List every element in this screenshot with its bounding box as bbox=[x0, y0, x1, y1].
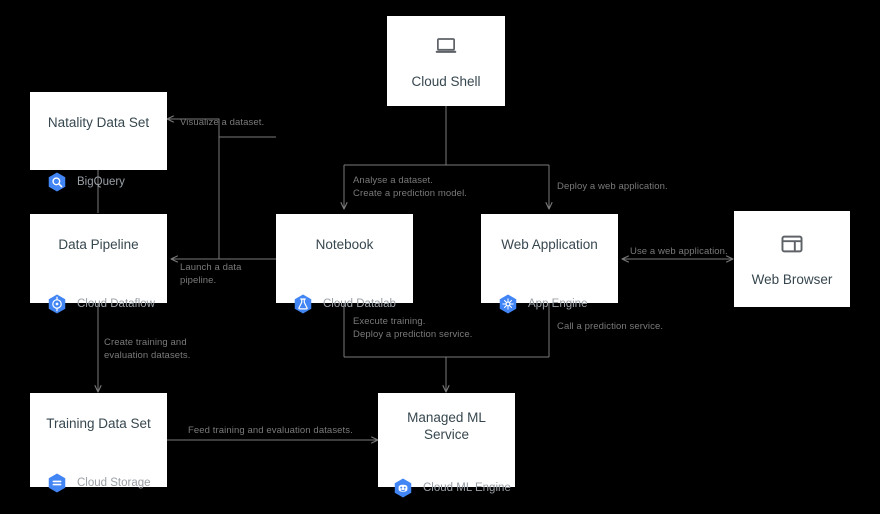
cloud-datalab-icon bbox=[292, 293, 314, 315]
app-engine-icon bbox=[497, 293, 519, 315]
node-service-row: BigQuery bbox=[30, 171, 167, 193]
edge-label-deploy-web-app: Deploy a web application. bbox=[557, 181, 668, 192]
edge-label-execute-deploy: Execute training. Deploy a prediction se… bbox=[353, 316, 473, 340]
edge-label-launch-pipeline: Launch a data pipeline. bbox=[180, 262, 242, 286]
node-service-label: Cloud Datalab bbox=[323, 298, 396, 310]
node-service-row: Cloud Datalab bbox=[276, 293, 413, 315]
laptop-icon bbox=[433, 33, 459, 59]
node-service-row: Cloud Storage bbox=[30, 472, 167, 494]
node-notebook[interactable]: Notebook Cloud Datalab bbox=[276, 214, 413, 314]
node-title: Training Data Set bbox=[46, 416, 151, 431]
edge-label-call-prediction: Call a prediction service. bbox=[557, 321, 664, 332]
node-title: Notebook bbox=[315, 237, 374, 252]
node-service-label: App Engine bbox=[528, 298, 588, 310]
browser-window-icon bbox=[779, 231, 805, 257]
node-service-label: Cloud ML Engine bbox=[423, 482, 511, 494]
cloud-ml-engine-icon bbox=[392, 477, 414, 499]
node-service-row: Cloud ML Engine bbox=[378, 477, 515, 499]
node-service-label: Cloud Dataflow bbox=[77, 298, 155, 310]
node-web-browser[interactable]: Web Browser bbox=[734, 211, 850, 307]
node-title: Web Application bbox=[501, 237, 598, 252]
node-title: Cloud Shell bbox=[411, 73, 481, 89]
node-training-data-set[interactable]: Training Data Set Cloud Storage bbox=[30, 393, 167, 493]
node-managed-ml-service[interactable]: Managed ML Service Cloud ML Engine bbox=[378, 393, 515, 498]
node-service-row: Cloud Dataflow bbox=[30, 293, 167, 315]
edge-label-analyse-create: Analyse a dataset. Create a prediction m… bbox=[353, 175, 468, 199]
edge-label-create-training: Create training and evaluation datasets. bbox=[104, 337, 191, 361]
node-title: Data Pipeline bbox=[58, 237, 139, 252]
edge-label-feed-training: Feed training and evaluation datasets. bbox=[188, 425, 353, 436]
node-title: Managed ML Service bbox=[407, 410, 486, 442]
edge-label-use-web-app: Use a web application. bbox=[630, 246, 728, 257]
edge-label-visualize-dataset: Visualize a dataset. bbox=[180, 117, 265, 128]
node-service-label: Cloud Storage bbox=[77, 477, 151, 489]
node-data-pipeline[interactable]: Data Pipeline Cloud Dataflow bbox=[30, 214, 167, 314]
node-service-row: App Engine bbox=[481, 293, 618, 315]
node-natality-data-set[interactable]: Natality Data Set BigQuery bbox=[30, 92, 167, 192]
node-title: Web Browser bbox=[751, 271, 833, 287]
bigquery-icon bbox=[46, 171, 68, 193]
node-title: Natality Data Set bbox=[47, 115, 150, 130]
node-cloud-shell[interactable]: Cloud Shell bbox=[387, 16, 505, 106]
cloud-dataflow-icon bbox=[46, 293, 68, 315]
node-web-application[interactable]: Web Application App Engine bbox=[481, 214, 618, 314]
cloud-storage-icon bbox=[46, 472, 68, 494]
node-service-label: BigQuery bbox=[77, 176, 125, 188]
